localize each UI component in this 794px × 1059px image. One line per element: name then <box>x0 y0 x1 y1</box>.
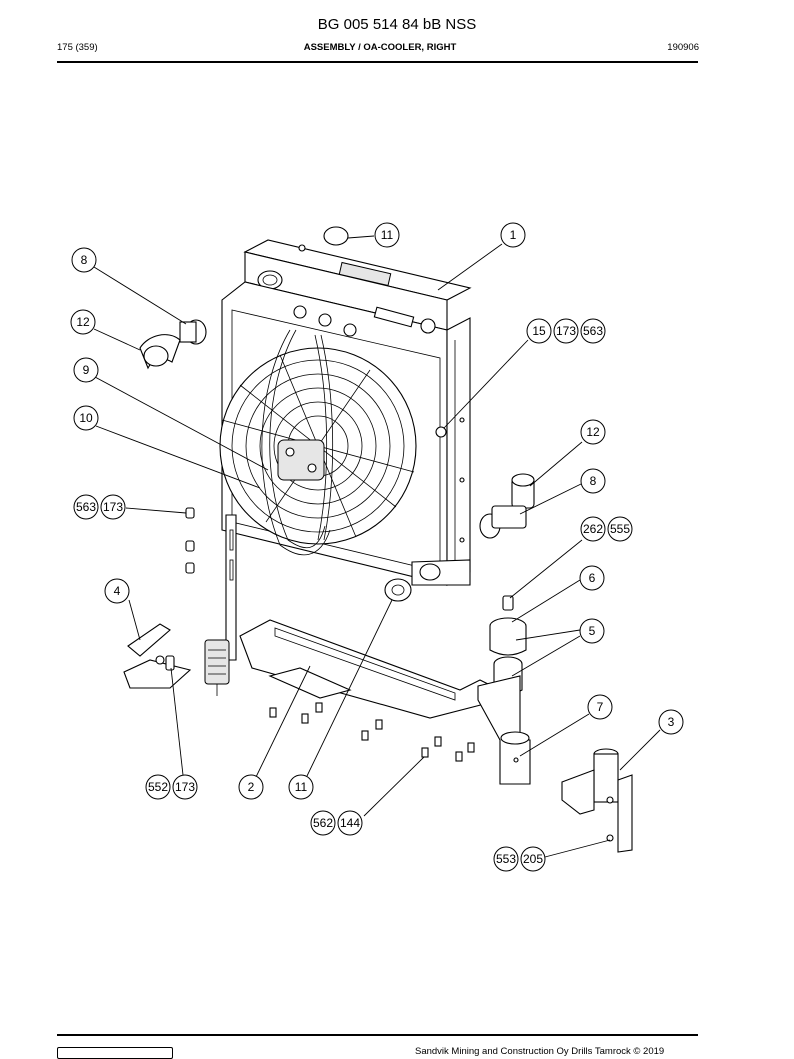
svg-text:12: 12 <box>76 315 90 329</box>
svg-text:552: 552 <box>148 780 168 794</box>
callout-c5: 5 <box>579 618 605 644</box>
callout-c9: 9 <box>73 357 99 383</box>
svg-text:1: 1 <box>510 228 517 242</box>
callout-c12b: 12 <box>580 419 606 445</box>
svg-text:7: 7 <box>597 700 604 714</box>
svg-text:8: 8 <box>590 474 597 488</box>
svg-text:2: 2 <box>248 780 255 794</box>
svg-text:6: 6 <box>589 571 596 585</box>
callout-c8b: 8 <box>580 468 606 494</box>
pivot-bracket <box>477 617 531 785</box>
cooler-assembly <box>219 239 472 586</box>
svg-text:562: 562 <box>313 816 333 830</box>
callout-c262: 262 555 <box>580 516 633 542</box>
callout-c552: 552 173 <box>145 774 198 800</box>
svg-text:563: 563 <box>76 500 96 514</box>
callout-c8a: 8 <box>71 247 97 273</box>
sandvik-logo <box>57 1047 173 1059</box>
svg-text:5: 5 <box>589 624 596 638</box>
footer-copyright: Sandvik Mining and Construction Oy Drill… <box>415 1046 665 1057</box>
callout-c11a: 11 <box>374 222 400 248</box>
svg-text:11: 11 <box>381 228 394 242</box>
svg-text:4: 4 <box>114 584 121 598</box>
callout-c553: 553 205 <box>493 846 546 872</box>
callout-c15: 15 173 563 <box>526 318 606 344</box>
svg-text:563: 563 <box>583 324 603 338</box>
callout-c1: 1 <box>500 222 526 248</box>
svg-text:555: 555 <box>610 522 630 536</box>
svg-text:144: 144 <box>340 816 360 830</box>
svg-text:205: 205 <box>523 852 543 866</box>
svg-text:173: 173 <box>103 500 123 514</box>
svg-text:173: 173 <box>175 780 195 794</box>
callout-c11b: 11 <box>288 774 314 800</box>
mounting-bracket <box>123 514 501 719</box>
svg-text:262: 262 <box>583 522 603 536</box>
document-date: 190906 <box>667 42 699 53</box>
svg-text:3: 3 <box>668 715 675 729</box>
callout-c12a: 12 <box>70 309 96 335</box>
svg-text:553: 553 <box>496 852 516 866</box>
callout-c6: 6 <box>579 565 605 591</box>
callout-c3: 3 <box>658 709 684 735</box>
cap-top <box>323 226 349 246</box>
screws <box>185 507 514 762</box>
callout-c10: 10 <box>73 405 99 431</box>
svg-text:8: 8 <box>81 253 88 267</box>
callout-c2: 2 <box>238 774 264 800</box>
svg-text:12: 12 <box>586 425 600 439</box>
elbow-fittings <box>139 319 207 370</box>
svg-text:15: 15 <box>532 324 546 338</box>
callout-c563: 563 173 <box>73 494 126 520</box>
callout-c4: 4 <box>104 578 130 604</box>
callout-c562: 562 144 <box>310 810 363 836</box>
header-rule <box>57 61 698 63</box>
grommet <box>384 578 412 602</box>
hinge-bracket <box>561 748 633 853</box>
svg-text:173: 173 <box>556 324 576 338</box>
footer-rule <box>57 1034 698 1036</box>
svg-text:9: 9 <box>83 363 90 377</box>
svg-text:11: 11 <box>295 780 308 794</box>
document-title: BG 005 514 84 bB NSS <box>317 16 477 33</box>
section-title: ASSEMBLY / OA-COOLER, RIGHT <box>303 42 457 53</box>
right-fittings <box>479 473 535 539</box>
callout-c7: 7 <box>587 694 613 720</box>
leader-lines <box>93 235 661 858</box>
page-number: 175 (359) <box>57 42 98 53</box>
svg-text:10: 10 <box>79 411 93 425</box>
